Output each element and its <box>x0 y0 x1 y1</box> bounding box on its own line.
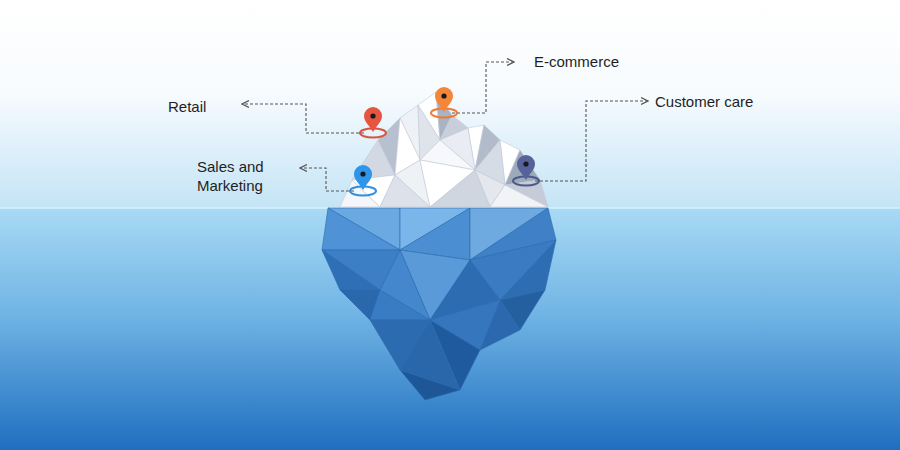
callout-label: E-commerce <box>534 52 619 71</box>
sky <box>0 0 900 208</box>
pin-navy <box>513 155 539 186</box>
callout-label: Retail <box>168 97 206 116</box>
callout-label: Customer care <box>655 92 753 111</box>
pin-orange <box>431 87 457 118</box>
location-pins <box>350 87 539 196</box>
callout-label: Sales and Marketing <box>197 157 275 195</box>
water <box>0 208 900 450</box>
iceberg-underwater <box>322 208 556 400</box>
leader-lines <box>242 62 648 191</box>
pin-blue <box>350 165 376 196</box>
pin-red <box>360 107 386 138</box>
